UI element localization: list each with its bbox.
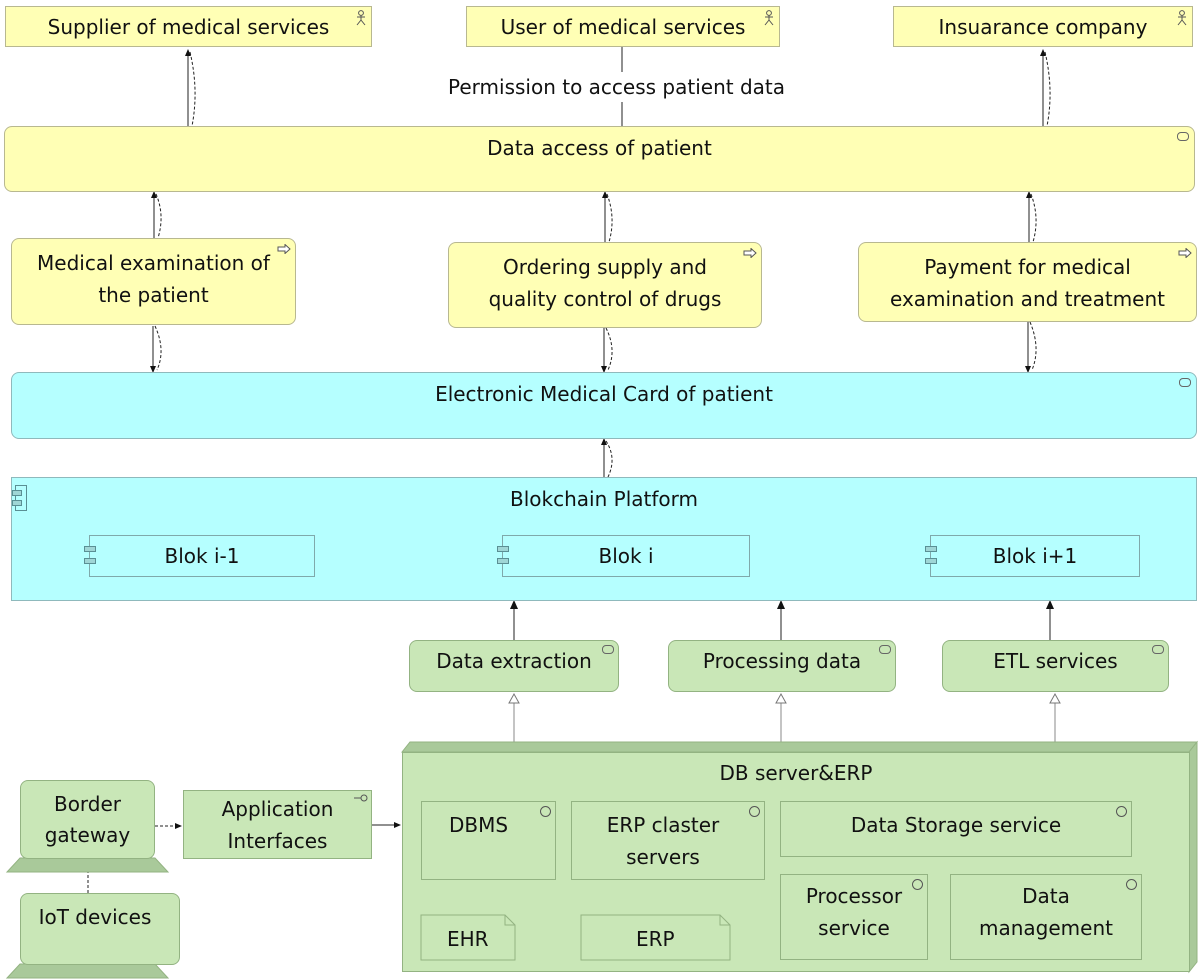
data-access-service[interactable]: Data access of patient [4, 126, 1195, 192]
process-order-line2: quality control of drugs [488, 287, 722, 311]
actor-icon [764, 10, 774, 26]
system-software-icon [540, 806, 551, 817]
component-icon [925, 546, 939, 566]
datamgmt-line2: management [979, 916, 1113, 940]
app-interfaces-line1: Application [221, 797, 334, 821]
electronic-medical-card[interactable]: Electronic Medical Card of patient [11, 372, 1197, 439]
service-processing-label: Processing data [702, 649, 862, 673]
block-i[interactable]: Blok i [497, 535, 750, 577]
actor-insurance[interactable]: Insuarance company [893, 6, 1193, 47]
erp-cluster-system-software[interactable]: ERP claster servers [571, 801, 765, 880]
border-gateway-line2: gateway [44, 823, 131, 847]
component-icon [84, 546, 98, 566]
processor-line1: Processor [805, 884, 903, 908]
block-i-minus-1[interactable]: Blok i-1 [84, 535, 315, 577]
border-gateway-device[interactable]: Border gateway [20, 780, 155, 859]
dbms-label: DBMS [448, 813, 509, 837]
process-payment-line2: examination and treatment [890, 287, 1165, 311]
service-etl[interactable]: ETL services [942, 640, 1169, 692]
actor-icon [1177, 10, 1187, 26]
system-software-icon [1126, 879, 1137, 890]
service-extraction-label: Data extraction [436, 649, 592, 673]
application-interfaces[interactable]: Application Interfaces [183, 790, 372, 859]
system-software-icon [912, 879, 923, 890]
block-i-minus-1-label: Blok i-1 [164, 544, 240, 568]
process-order-line1: Ordering supply and [503, 255, 707, 279]
process-links-bottom [150, 321, 1037, 373]
process-payment-line1: Payment for medical [924, 255, 1131, 279]
permission-label: Permission to access patient data [448, 75, 785, 99]
actor-insurance-label: Insuarance company [938, 15, 1148, 39]
actor-user-label: User of medical services [500, 15, 746, 39]
actor-icon [356, 10, 366, 26]
interface-icon [354, 794, 368, 802]
process-payment[interactable]: Payment for medical examination and trea… [858, 242, 1197, 322]
service-processing-data[interactable]: Processing data [668, 640, 896, 692]
process-arrow-icon [743, 248, 757, 258]
dbms-system-software[interactable]: DBMS [421, 801, 556, 880]
border-gateway-line1: Border [53, 792, 122, 816]
actor-supplier[interactable]: Supplier of medical services [5, 6, 372, 47]
iot-devices[interactable]: IoT devices [20, 893, 180, 965]
service-icon [602, 645, 614, 654]
iot-devices-label: IoT devices [38, 905, 152, 929]
emc-label: Electronic Medical Card of patient [435, 382, 773, 406]
process-ordering-supply[interactable]: Ordering supply and quality control of d… [448, 242, 762, 328]
service-data-extraction[interactable]: Data extraction [409, 640, 619, 692]
process-links-top [151, 191, 1037, 243]
emc-blockchain-link [601, 438, 613, 478]
erp-artifact[interactable]: ERP [636, 927, 675, 951]
component-icon [497, 546, 511, 566]
component-icon [12, 485, 28, 511]
db-server-title: DB server&ERP [719, 761, 873, 785]
data-management-service[interactable]: Data management [950, 874, 1142, 960]
service-icon [1152, 645, 1164, 654]
realization-links [508, 692, 1061, 742]
erp-cluster-line2: servers [626, 845, 700, 869]
service-icon [879, 645, 891, 654]
system-software-icon [1116, 806, 1127, 817]
ehr-artifact[interactable]: EHR [447, 927, 489, 951]
processor-service[interactable]: Processor service [780, 874, 928, 960]
block-i-label: Blok i [598, 544, 654, 568]
system-software-icon [749, 806, 760, 817]
data-storage-label: Data Storage service [850, 813, 1062, 837]
service-links [510, 600, 1054, 640]
processor-line2: service [818, 916, 890, 940]
app-interfaces-line2: Interfaces [227, 829, 328, 853]
process-medical-exam[interactable]: Medical examination of the patient [11, 238, 296, 325]
process-arrow-icon [277, 244, 291, 254]
process-arrow-icon [1178, 248, 1192, 258]
actor-supplier-label: Supplier of medical services [47, 15, 330, 39]
data-access-label: Data access of patient [487, 136, 712, 160]
block-i-plus-1-label: Blok i+1 [992, 544, 1078, 568]
service-icon [1179, 378, 1191, 387]
data-storage-service[interactable]: Data Storage service [780, 801, 1132, 857]
service-icon [1177, 132, 1189, 141]
block-i-plus-1[interactable]: Blok i+1 [925, 535, 1140, 577]
blockchain-title: Blokchain Platform [510, 487, 698, 511]
erp-cluster-line1: ERP claster [606, 813, 720, 837]
process-exam-line2: the patient [98, 283, 209, 307]
datamgmt-line1: Data [1022, 884, 1070, 908]
process-exam-line1: Medical examination of [37, 251, 270, 275]
actor-user[interactable]: User of medical services [466, 6, 780, 47]
service-etl-label: ETL services [993, 649, 1118, 673]
actor-serving-links [185, 47, 1051, 127]
